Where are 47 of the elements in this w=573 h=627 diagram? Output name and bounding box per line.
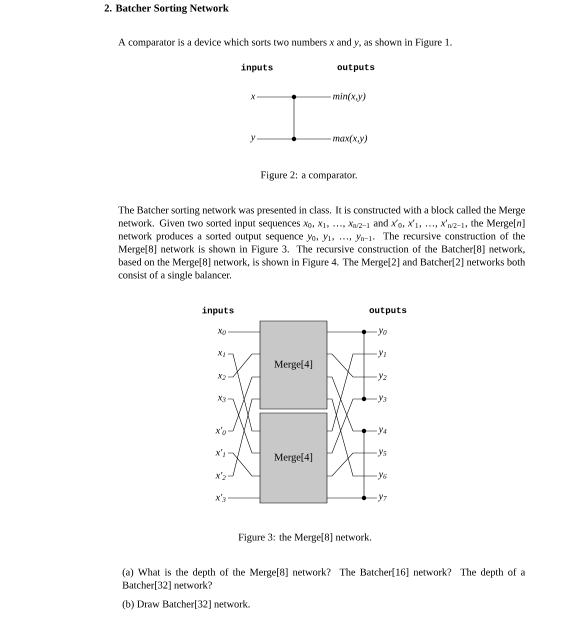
merge-block: Merge[4] [260,412,328,504]
question: (b) Draw Batcher[32] network. [122,600,250,610]
output-label: y$_{4}$ [378,428,386,434]
connector [228,398,260,454]
figure-caption: Figure 3: the Merge[8] network. [238,533,372,543]
output-label: y$_{7}$ [378,494,387,502]
figure-caption: Figure 2: a comparator. [260,171,357,181]
connector [326,398,378,454]
input-label: x′$_{1}$ [216,448,226,458]
question: (a) What is the depth of the Merge[8] network? The Batcher[16] network? The depth of a Batcher[32] network? [122,568,526,590]
connector [228,452,260,476]
connector [326,376,378,432]
output-label: y$_{3}$ [378,396,386,402]
output-label: y$_{1}$ [378,350,386,358]
input-label: x [250,94,256,100]
column-heading: outputs [338,64,374,72]
connector [326,452,378,476]
input-label: x′$_{0}$ [216,426,226,436]
merge-block: Merge[4] [260,320,328,410]
output-label: y$_{0}$ [378,328,387,336]
output-label: y$_{6}$ [378,472,387,480]
output-label: max(x,y) [333,134,368,144]
connector [228,354,260,432]
connector [256,96,332,98]
input-label: x$_{2}$ [218,374,226,380]
output-label: y$_{5}$ [378,450,386,456]
column-heading: inputs [202,306,234,316]
output-label: y$_{2}$ [378,374,386,380]
input-label: x$_{0}$ [218,328,226,336]
connector [228,398,260,476]
heading: 2. Batcher Sorting Network [104,4,229,14]
connector [326,354,378,432]
connector [326,354,378,378]
input-label: x$_{1}$ [218,350,226,358]
column-heading: outputs [370,307,406,315]
connector [228,376,260,432]
input-label: x′$_{2}$ [216,472,226,480]
input-label: y [250,136,256,142]
column-heading: inputs [241,64,273,72]
sentence: A comparator is a device which sorts two numbers x and y, as shown in Figure 1. [118,38,452,48]
input-label: x$_{3}$ [218,396,226,402]
paragraph: The Batcher sorting network was presented in class. It is constructed with a block called the Merge network. Given two sorted input sequences x$_{0}$, x$_{1}$, …, x$_{n/2−1}$ and x′$_{0}$, x′$_{1}$, …, x′$_{n/2−1}$, the Merge[n] network produces a sorted output sequence y$_{0}$, y$_{1}$, …, y$_{n−1}$. The recursive construction of the Merge[8] network is shown in Figure 3. The recursive construction of the Batcher[8] network, based on the Merge[8] network, is shown in Figure 4. The Merge[2] and Batcher[2] networks both consist of a single balancer. [118,206,526,281]
connector [256,138,332,140]
output-label: min(x,y) [333,92,366,102]
connector [326,398,378,476]
connector [228,354,260,378]
input-label: x′$_{3}$ [216,494,226,502]
